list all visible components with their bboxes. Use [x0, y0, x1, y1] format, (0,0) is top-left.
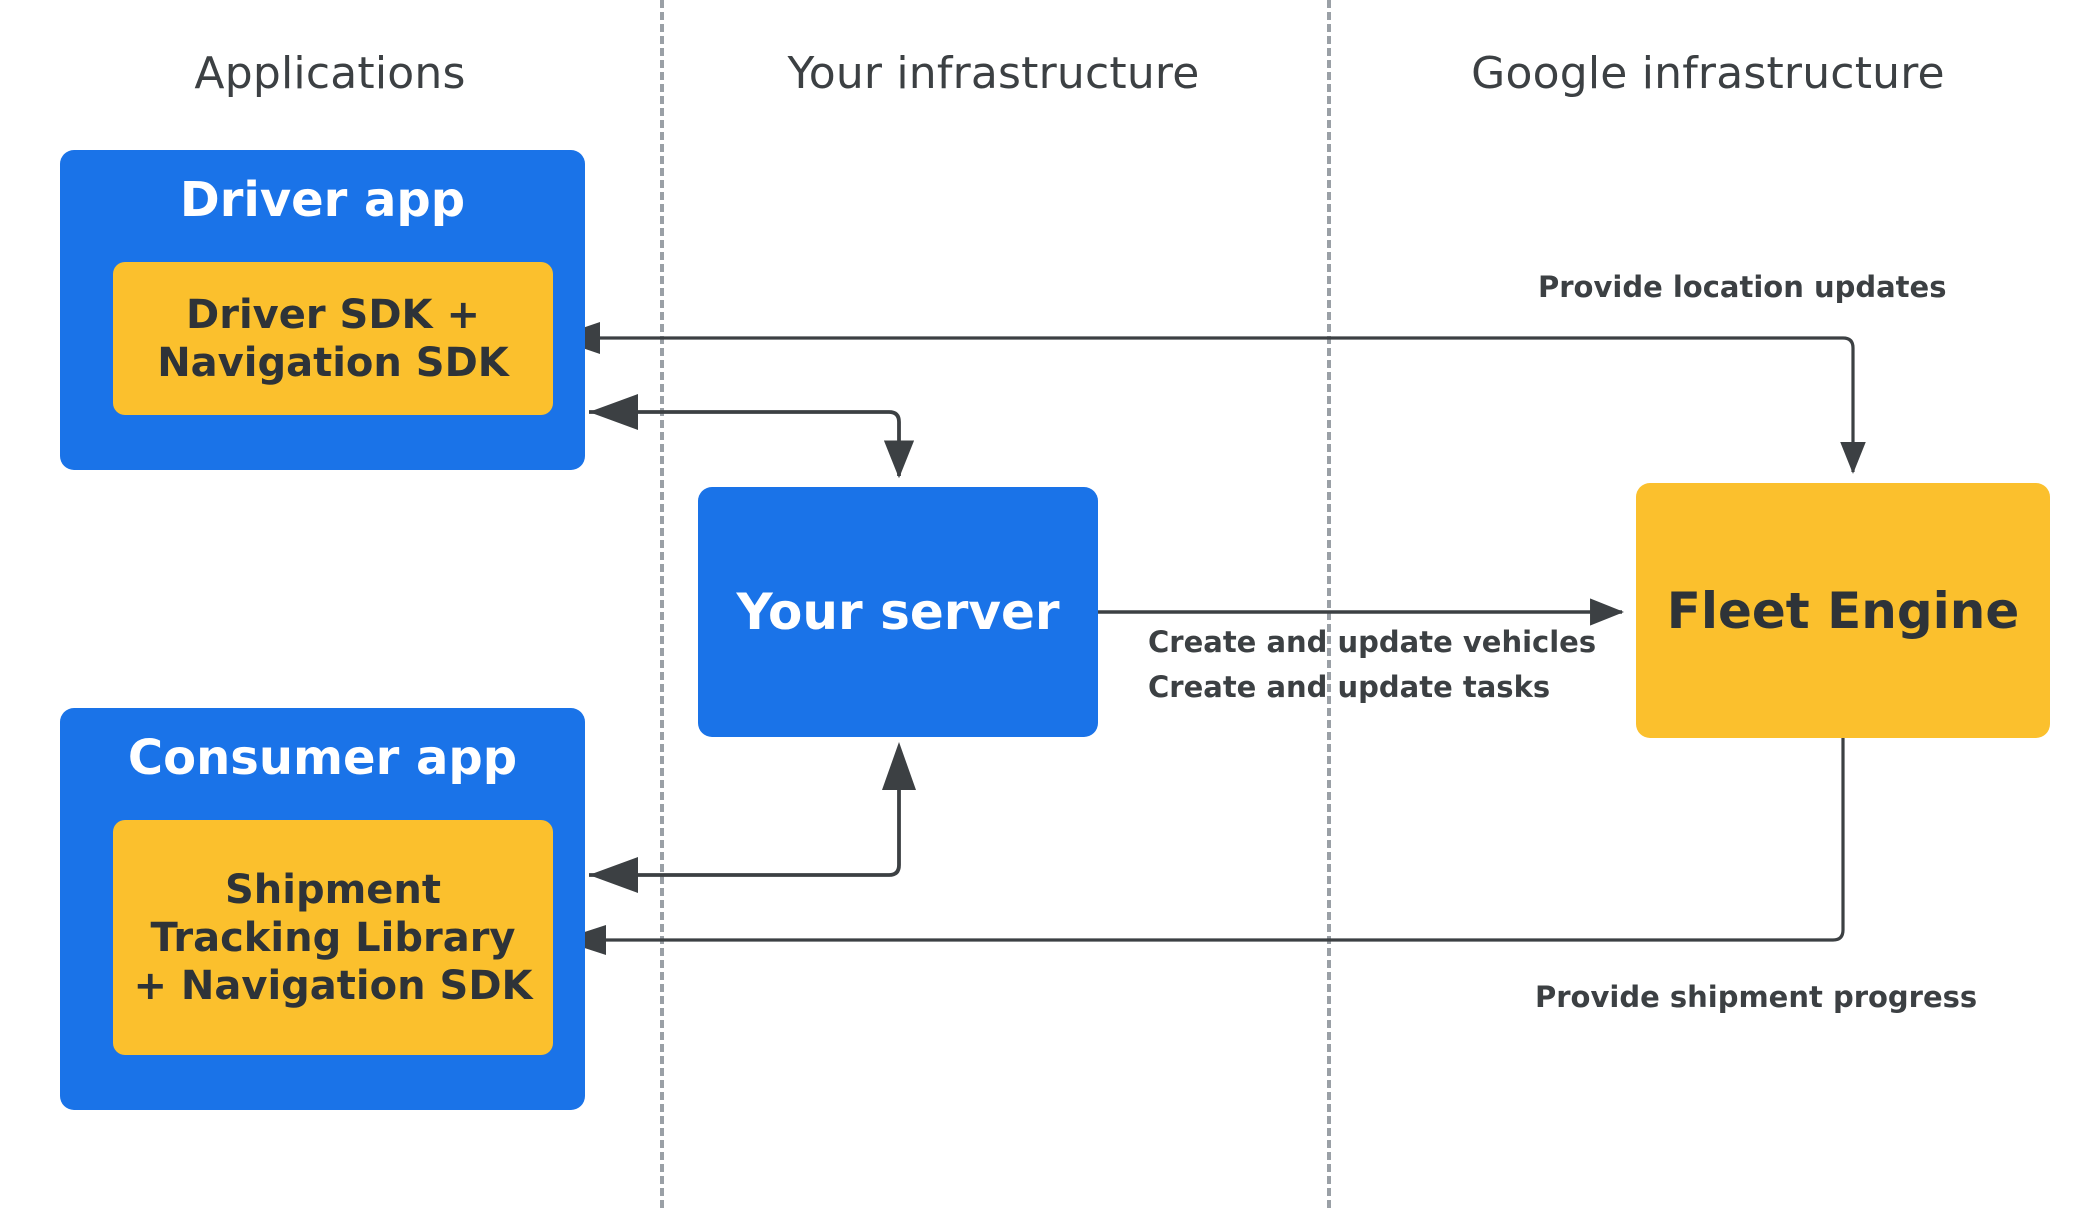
edge-label-provide-shipment-progress: Provide shipment progress [1535, 980, 1978, 1014]
arrowhead-into-driver-app [589, 394, 638, 430]
lane-divider-applications-infrastructure [660, 0, 664, 1208]
node-fleet-engine[interactable]: Fleet Engine [1636, 483, 2050, 738]
column-header-google-infrastructure: Google infrastructure [1471, 48, 1945, 99]
node-driver-sdk[interactable]: Driver SDK + Navigation SDK [113, 262, 553, 415]
your-server-title: Your server [736, 583, 1060, 641]
fleet-engine-title: Fleet Engine [1666, 581, 2020, 640]
edge-label-provide-location-updates: Provide location updates [1538, 270, 1947, 304]
node-consumer-sdk[interactable]: Shipment Tracking Library + Navigation S… [113, 820, 553, 1055]
driver-app-title: Driver app [179, 172, 466, 228]
node-your-server[interactable]: Your server [698, 487, 1098, 737]
arrowhead-into-consumer-sdk [589, 857, 638, 893]
edge-label-create-and-update-tasks: Create and update tasks [1148, 670, 1551, 704]
arrowhead-into-your-server-bottom [882, 742, 916, 790]
edge-label-create-and-update-vehicles: Create and update vehicles [1148, 625, 1597, 659]
arrow-server-to-driver-app [589, 410, 915, 479]
driver-sdk-label: Driver SDK + Navigation SDK [157, 291, 509, 386]
lane-divider-infrastructure-google [1327, 0, 1331, 1208]
arrow-server-to-consumer-sdk [589, 748, 901, 877]
arrow-location-updates-to-fleet-engine [553, 336, 1866, 474]
column-header-your-infrastructure: Your infrastructure [787, 48, 1200, 99]
column-header-applications: Applications [194, 48, 466, 99]
consumer-sdk-label: Shipment Tracking Library + Navigation S… [133, 866, 533, 1009]
arrow-fleet-engine-to-consumer-sdk [575, 738, 1845, 942]
consumer-app-title: Consumer app [127, 730, 518, 786]
